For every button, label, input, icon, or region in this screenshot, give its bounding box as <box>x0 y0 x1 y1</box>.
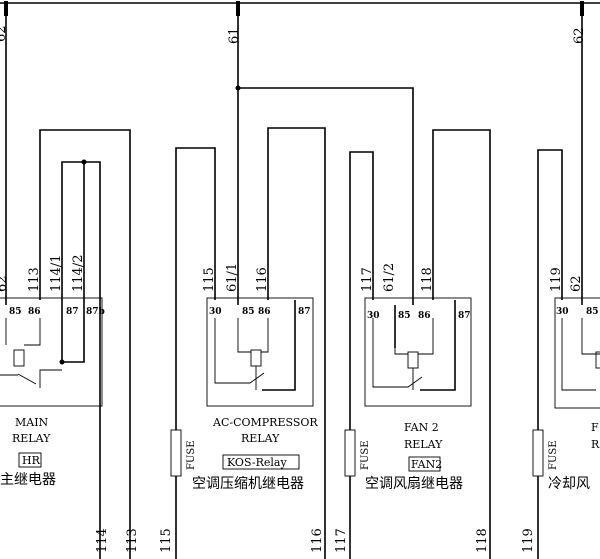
fan2-relay-title-line1: FAN 2 <box>404 421 439 434</box>
ac-relay-wire-label-61-1: 61/1 <box>225 263 240 292</box>
fan2-relay-wire-label-61-2: 61/2 <box>382 263 397 292</box>
fuse-icon-2 <box>344 429 356 477</box>
main-relay-wire-label-114-1: 114/1 <box>49 255 64 292</box>
fan2-relay-box <box>364 297 472 407</box>
main-relay-pin-86: 86 <box>28 307 41 317</box>
cooling-fan-relay-group: 119 62 30 85 F R 冷却风 FUSE 119 <box>521 3 600 559</box>
main-relay-title-line1: MAIN <box>15 416 49 429</box>
cooling-fan-relay-name-cn: 冷却风 <box>548 476 590 492</box>
main-relay-wire-label-114-2: 114/2 <box>71 255 86 292</box>
main-relay-title-line2: RELAY <box>12 432 51 445</box>
main-relay-code: HR <box>22 454 41 467</box>
fan2-relay-pin-85: 85 <box>398 311 411 321</box>
ac-relay-title-line2: RELAY <box>241 432 280 445</box>
cooling-fan-relay-title-line2: R <box>591 438 600 451</box>
top-wire-label-3: 62 <box>572 27 587 44</box>
fuse-label-2: FUSE <box>360 440 371 470</box>
cooling-fan-relay-pin-30: 30 <box>556 307 569 317</box>
fan2-relay-title-line2: RELAY <box>404 438 443 451</box>
top-wire-label-1: 62 <box>0 25 9 42</box>
ac-relay-pin-87: 87 <box>298 307 311 317</box>
fan2-relay-code-box <box>408 456 441 472</box>
main-relay-group: 62 113 114/1 114/2 85 86 87 87b MAIN REL… <box>0 3 140 559</box>
main-relay-pin-85: 85 <box>9 307 22 317</box>
bottom-wire-label-119: 119 <box>521 528 536 553</box>
ac-relay-title-line1: AC-COMPRESSOR <box>212 416 318 429</box>
bottom-wire-label-115: 115 <box>159 528 174 553</box>
main-relay-pin-87b: 87b <box>86 307 105 317</box>
fan2-relay-group: 117 61/2 118 30 85 86 87 FAN 2 RELAY FAN… <box>334 129 491 559</box>
fan2-relay-pin-87: 87 <box>458 311 471 321</box>
fuse-icon-3 <box>532 429 544 477</box>
bottom-wire-label-118: 118 <box>475 528 490 553</box>
fan2-relay-pin-86: 86 <box>418 311 431 321</box>
bottom-wire-label-113: 113 <box>125 528 140 553</box>
ac-relay-box <box>206 297 314 407</box>
cooling-fan-relay-wire-label-119: 119 <box>549 267 564 292</box>
fuse-label-3: FUSE <box>548 440 559 470</box>
fuse-label-1: FUSE <box>186 440 197 470</box>
fan2-relay-name-cn: 空调风扇继电器 <box>365 476 463 492</box>
main-relay-wire-label-62: 62 <box>0 275 10 292</box>
cooling-fan-relay-box <box>554 297 600 409</box>
ac-relay-name-cn: 空调压缩机继电器 <box>192 476 304 492</box>
ac-compressor-relay-group: 115 61/1 116 30 85 86 87 AC-COMPRESSOR R… <box>159 3 414 559</box>
ac-relay-code-box <box>222 454 300 470</box>
main-relay-wire-label-113: 113 <box>27 267 42 292</box>
ac-relay-pin-85: 85 <box>242 307 255 317</box>
ac-relay-code: KOS-Relay <box>227 456 287 469</box>
main-relay-box <box>0 297 103 407</box>
fan2-relay-code: FAN2 <box>411 458 442 471</box>
cooling-fan-relay-wire-label-62: 62 <box>569 275 584 292</box>
ac-relay-wire-label-116: 116 <box>255 267 270 292</box>
fan2-relay-wire-label-118: 118 <box>420 267 435 292</box>
ac-relay-wire-label-115: 115 <box>202 267 217 292</box>
main-relay-name-cn: 主继电器 <box>0 472 56 488</box>
bottom-wire-label-116: 116 <box>310 528 325 553</box>
ac-relay-pin-30: 30 <box>209 307 222 317</box>
ac-relay-pin-86: 86 <box>258 307 271 317</box>
bottom-wire-label-117: 117 <box>334 528 349 553</box>
cooling-fan-relay-title-line1: F <box>591 421 599 434</box>
bottom-wire-label-114: 114 <box>95 528 110 553</box>
main-relay-pin-87: 87 <box>66 307 79 317</box>
cooling-fan-relay-pin-85: 85 <box>586 307 599 317</box>
top-wire-label-2: 61 <box>227 27 242 44</box>
fan2-relay-pin-30: 30 <box>367 311 380 321</box>
fuse-icon <box>170 429 182 477</box>
main-relay-code-box <box>18 452 42 468</box>
fan2-relay-wire-label-117: 117 <box>360 267 375 292</box>
